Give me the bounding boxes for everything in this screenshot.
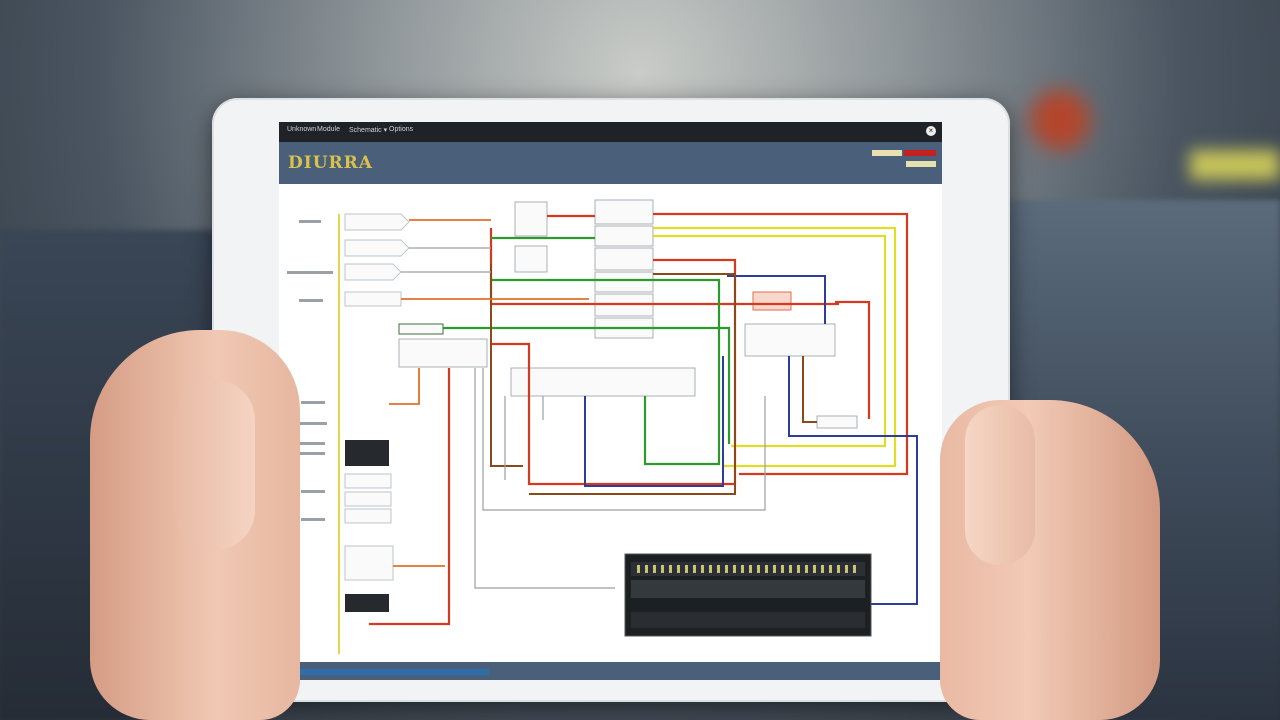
wire-brown (490, 264, 817, 495)
header-badge (906, 161, 936, 167)
fuse-block (752, 291, 792, 311)
connector-shape (344, 545, 394, 581)
ecu-pins (637, 565, 856, 573)
control-unit (510, 367, 696, 397)
menu-bar: Unknown Module Schematic ▾ Options × (279, 122, 942, 142)
left-label-mark (299, 299, 323, 302)
black-module (345, 594, 389, 612)
status-footer (279, 662, 942, 680)
black-module (345, 440, 389, 466)
ecu-connector (624, 553, 872, 637)
menu-item[interactable]: Options (389, 126, 414, 133)
ecu-pin-row (631, 580, 865, 598)
wire-blue (584, 275, 918, 605)
connector-shape (344, 291, 402, 307)
relay-block (594, 199, 654, 225)
sensor-block (816, 415, 858, 429)
connector-shape (344, 508, 392, 524)
background-light (1030, 90, 1090, 150)
right-thumb (965, 405, 1035, 565)
connector-shape (344, 491, 392, 507)
menu-item[interactable]: Schematic ▾ (349, 127, 388, 134)
header-badge (904, 150, 936, 156)
relay-block (514, 201, 548, 237)
left-label-mark (301, 401, 325, 404)
connector-shape (344, 473, 392, 489)
wire-green (443, 236, 731, 466)
progress-strip (279, 669, 489, 675)
relay-block (594, 271, 654, 293)
relay-block (514, 245, 548, 273)
relay-block (594, 225, 654, 247)
wiring-diagram[interactable] (279, 184, 942, 662)
left-label-mark (287, 271, 333, 274)
ecu-pin-row (631, 612, 865, 628)
menu-item[interactable]: Unknown (287, 126, 317, 133)
wiring-diagram-canvas (287, 199, 918, 654)
app-header: DIURRA (279, 142, 942, 184)
left-label-mark (299, 442, 325, 445)
menu-item[interactable]: Module (317, 126, 340, 133)
left-label-mark (301, 518, 325, 521)
left-label-mark (301, 490, 325, 493)
tablet-screen: Unknown Module Schematic ▾ Options × DIU… (279, 122, 942, 680)
header-badge (872, 150, 902, 156)
control-unit (398, 338, 488, 368)
left-label-mark (299, 220, 321, 223)
relay-blocks (398, 199, 858, 429)
control-unit (744, 323, 836, 357)
left-labels (287, 220, 333, 521)
left-thumb (175, 380, 255, 550)
wire-gray (401, 247, 766, 589)
background-light (1190, 150, 1280, 180)
left-label-mark (297, 422, 327, 425)
app-logo: DIURRA (288, 153, 373, 173)
wire-orange (389, 219, 589, 567)
connector-shape (344, 263, 402, 281)
close-icon[interactable]: × (926, 126, 936, 136)
left-label-mark (299, 452, 325, 455)
relay-block (594, 247, 654, 271)
connector-shape (344, 213, 410, 231)
input-connectors (344, 213, 410, 581)
connector-shape (344, 239, 410, 257)
small-module (398, 323, 444, 335)
